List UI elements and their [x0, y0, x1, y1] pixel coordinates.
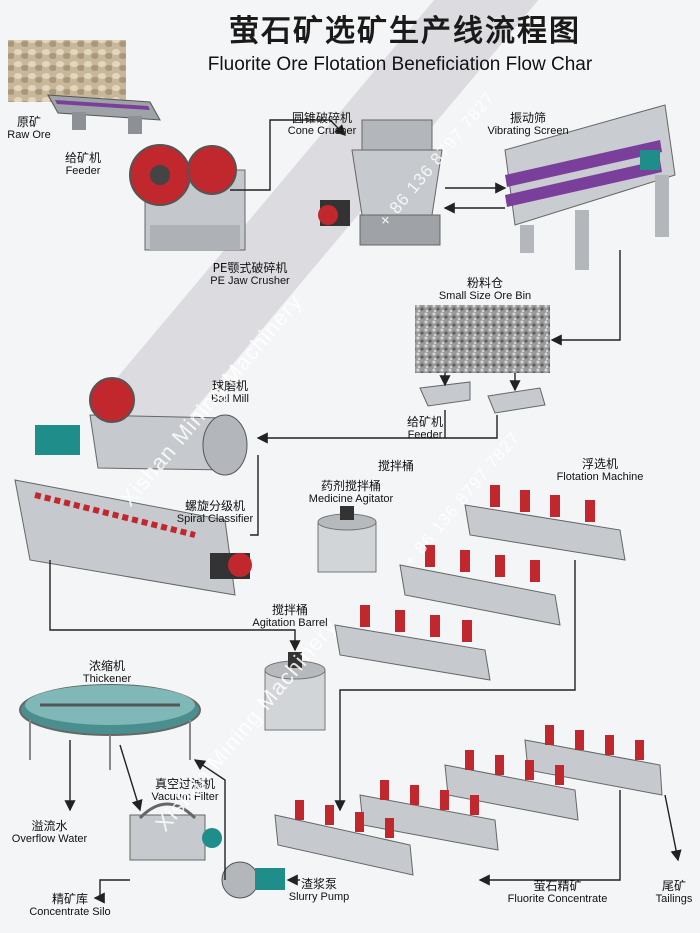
title-english: Fluorite Ore Flotation Beneficiation Flo… [207, 54, 593, 75]
raw-ore-pile [8, 40, 126, 102]
slurry-pump-machine [221, 861, 285, 899]
cone-crusher-machine [318, 119, 443, 246]
vacuum-filter-machine [129, 802, 222, 861]
ball-mill-machine [35, 377, 248, 476]
flotation-machines-upper [334, 485, 626, 681]
feeder-pair [419, 381, 546, 414]
vibrating-screen-machine [504, 104, 676, 270]
thickener-machine [19, 684, 201, 770]
medicine-agitator-tank [317, 506, 377, 573]
ore-bin-pile [415, 305, 550, 373]
feeder-machine [47, 94, 161, 134]
spiral-classifier-machine [14, 479, 252, 596]
flotation-machines-lower [274, 725, 663, 876]
label-agitator-tank: 搅拌桶 [377, 459, 414, 473]
agitation-barrel-tank [264, 652, 326, 731]
title-chinese: 萤石矿选矿生产线流程图 [229, 14, 581, 49]
jaw-crusher-machine [129, 144, 246, 251]
